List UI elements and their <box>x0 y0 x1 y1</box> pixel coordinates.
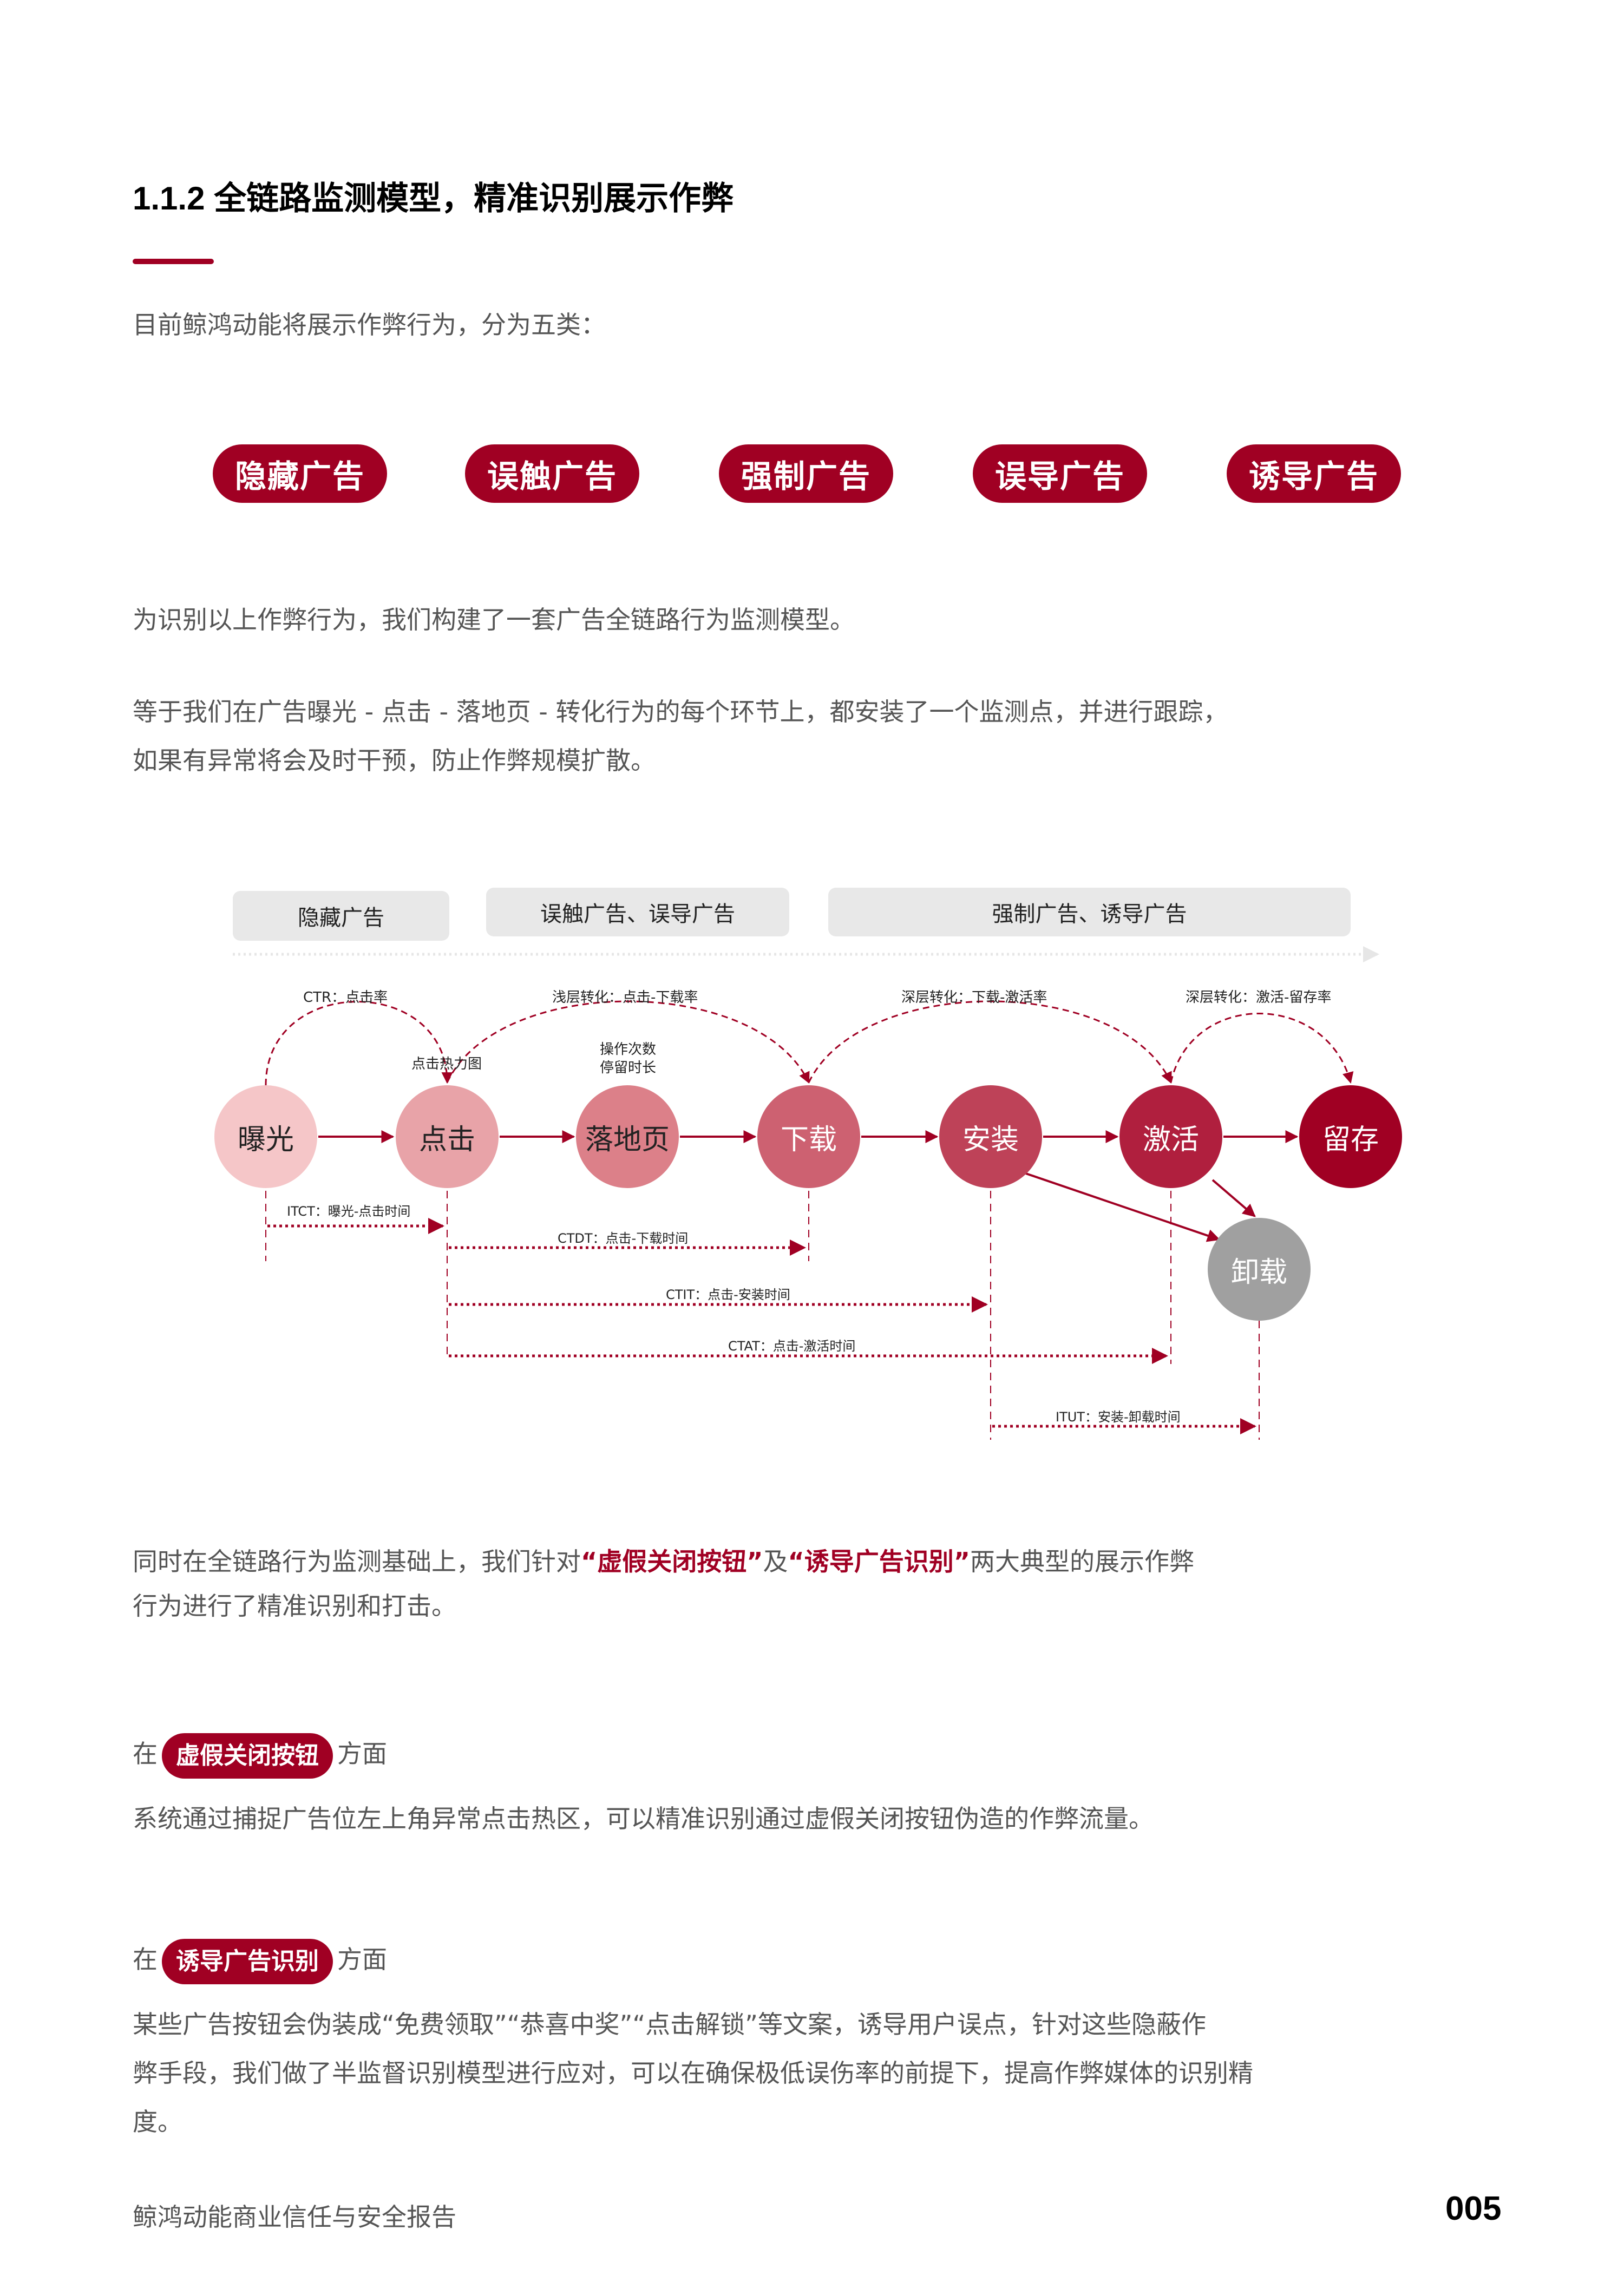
node-click-label: 点击 <box>418 1123 475 1156</box>
title-underline <box>133 259 214 264</box>
induce-heading: 在诱导广告识别方面 <box>133 1935 387 1984</box>
timing-label-itut: ITUT：安装-卸载时间 <box>1056 1409 1181 1425</box>
footer-report-name: 鲸鸿动能商业信任与安全报告 <box>133 2202 456 2232</box>
node-uninstall-label: 卸载 <box>1230 1256 1287 1289</box>
timing-label-ctdt: CTDT：点击-下载时间 <box>558 1231 689 1246</box>
section-title: 1.1.2 全链路监测模型，精准识别展示作弊 <box>133 180 734 217</box>
induce-tag: 诱导广告识别 <box>162 1938 333 1984</box>
header-group-forced-inducing <box>828 888 1351 936</box>
highlight-fake-close: “虚假关闭按钮” <box>581 1547 763 1576</box>
induce-description-line1: 某些广告按钮会伪装成“免费领取”“恭喜中奖”“点击解锁”等文案，诱导用户误点，针… <box>133 2010 1206 2039</box>
full-chain-monitoring-diagram <box>214 888 1402 1440</box>
paragraph-targeted-line2: 行为进行了精准识别和打击。 <box>133 1591 456 1621</box>
note-click-heatmap: 点击热力图 <box>411 1056 482 1072</box>
node-exposure-label: 曝光 <box>237 1123 294 1156</box>
header-group-hidden-label: 隐藏广告 <box>298 906 384 930</box>
timing-label-ctat: CTAT：点击-激活时间 <box>728 1339 856 1354</box>
paragraph-monitoring-line2: 如果有异常将会及时干预，防止作弊规模扩散。 <box>133 746 656 775</box>
node-download <box>757 1085 860 1188</box>
node-landing-page <box>576 1085 679 1188</box>
arc-label-deep-activate: 深层转化：激活-留存率 <box>1186 989 1332 1006</box>
node-install <box>939 1085 1042 1188</box>
note-operation-count: 操作次数 <box>600 1041 657 1058</box>
paragraph-targeted-line1: 同时在全链路行为监测基础上，我们针对“虚假关闭按钮”及“诱导广告识别”两大典型的… <box>133 1547 1194 1576</box>
timing-label-ctit: CTIT：点击-安装时间 <box>666 1287 790 1302</box>
node-retention-label: 留存 <box>1322 1123 1379 1156</box>
fake-close-heading: 在虚假关闭按钮方面 <box>133 1729 387 1779</box>
paragraph-model-intro: 为识别以上作弊行为，我们构建了一套广告全链路行为监测模型。 <box>133 605 855 634</box>
node-install-label: 安装 <box>962 1123 1019 1156</box>
node-uninstall <box>1208 1218 1311 1321</box>
induce-description-line3: 度。 <box>133 2107 182 2136</box>
timing-label-itct: ITCT：曝光-点击时间 <box>287 1204 411 1219</box>
intro-text: 目前鲸鸿动能将展示作弊行为，分为五类： <box>133 310 606 339</box>
arc-label-shallow: 浅层转化：点击-下载率 <box>552 989 698 1006</box>
page-number: 005 <box>1445 2190 1502 2227</box>
note-dwell-time: 停留时长 <box>600 1060 657 1076</box>
node-download-label: 下载 <box>780 1123 837 1156</box>
category-pill-hidden: 隐藏广告 <box>213 444 387 503</box>
node-click <box>396 1085 499 1188</box>
arc-label-ctr: CTR：点击率 <box>303 989 388 1006</box>
paragraph-monitoring-line1: 等于我们在广告曝光 - 点击 - 落地页 - 转化行为的每个环节上，都安装了一个… <box>133 697 1228 726</box>
highlight-induce-ad: “诱导广告识别” <box>788 1547 970 1576</box>
node-activate-label: 激活 <box>1142 1123 1199 1156</box>
category-pill-forced: 强制广告 <box>719 444 893 503</box>
header-group-hidden <box>233 891 449 941</box>
category-pill-inducing: 诱导广告 <box>1227 444 1401 503</box>
node-exposure <box>214 1085 317 1188</box>
arc-label-deep-download: 深层转化：下载-激活率 <box>901 989 1047 1006</box>
category-pill-misleading: 误导广告 <box>973 444 1147 503</box>
category-pill-mistouch: 误触广告 <box>465 444 639 503</box>
node-retention <box>1299 1085 1402 1188</box>
node-activate <box>1119 1085 1222 1188</box>
fake-close-description: 系统通过捕捉广告位左上角异常点击热区，可以精准识别通过虚假关闭按钮伪造的作弊流量… <box>133 1804 1154 1833</box>
header-group-forced-label: 强制广告、诱导广告 <box>992 902 1187 927</box>
fake-close-tag: 虚假关闭按钮 <box>162 1733 333 1779</box>
node-landing-label: 落地页 <box>585 1123 670 1156</box>
header-group-mistouch-label: 误触广告、误导广告 <box>540 902 735 927</box>
induce-description-line2: 弊手段，我们做了半监督识别模型进行应对，可以在确保极低误伤率的前提下，提高作弊媒… <box>133 2058 1253 2088</box>
header-group-mistouch-misleading <box>486 888 789 936</box>
